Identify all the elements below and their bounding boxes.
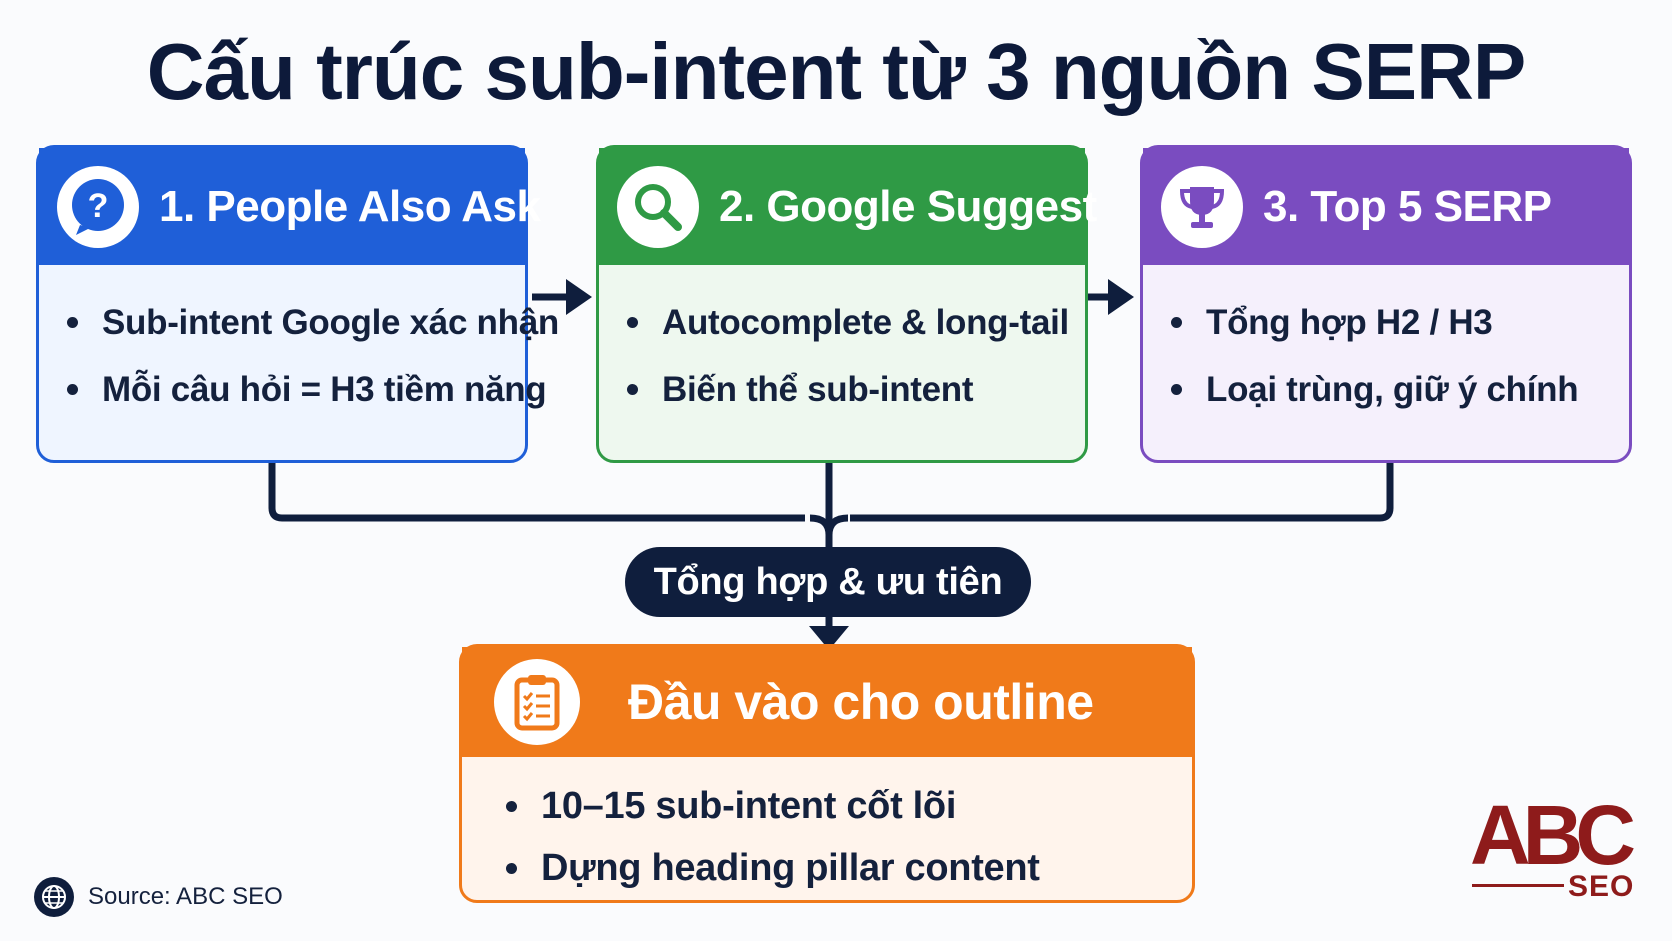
card-header: 2. Google Suggest <box>599 148 1097 265</box>
checklist-clipboard-icon <box>494 659 580 745</box>
logo-underline <box>1472 884 1564 887</box>
output-card-outline-input: Đầu vào cho outline 10–15 sub-intent cốt… <box>459 644 1195 903</box>
card-header: Đầu vào cho outline <box>462 647 1192 757</box>
svg-text:?: ? <box>88 187 109 225</box>
card-title: 2. Google Suggest <box>719 181 1097 231</box>
bullet-item: Tổng hợp H2 / H3 <box>1171 289 1629 356</box>
source-card-people-also-ask: ? 1. People Also Ask Sub-intent Google x… <box>36 145 559 463</box>
merge-line-top <box>850 463 1394 522</box>
logo-sub-text: SEO <box>1568 870 1635 903</box>
card-body: Sub-intent Google xác nhận Mỗi câu hỏi =… <box>39 265 559 423</box>
bullet-item: 10–15 sub-intent cốt lõi <box>506 775 1192 837</box>
source-note: Source: ABC SEO <box>34 877 283 917</box>
card-body: 10–15 sub-intent cốt lõi Dựng heading pi… <box>462 757 1192 899</box>
card-header: 3. Top 5 SERP <box>1143 148 1629 265</box>
card-body: Tổng hợp H2 / H3 Loại trùng, giữ ý chính <box>1143 265 1629 423</box>
bullet-item: Loại trùng, giữ ý chính <box>1171 356 1629 423</box>
merge-line-paa <box>268 463 805 522</box>
card-title: 1. People Also Ask <box>159 181 541 231</box>
bullet-item: Autocomplete & long-tail <box>627 289 1085 356</box>
card-body: Autocomplete & long-tail Biến thể sub-in… <box>599 265 1085 423</box>
arrow-paa-to-suggest <box>532 279 592 315</box>
source-card-google-suggest: 2. Google Suggest Autocomplete & long-ta… <box>596 145 1097 463</box>
logo-main-text: ABC <box>1470 788 1636 882</box>
search-icon <box>617 165 699 248</box>
globe-icon <box>34 877 74 917</box>
card-header: ? 1. People Also Ask <box>39 148 541 265</box>
merge-step-pill: Tổng hợp & ưu tiên <box>625 547 1031 617</box>
bullet-item: Mỗi câu hỏi = H3 tiềm năng <box>67 356 547 423</box>
page-title: Cấu trúc sub-intent từ 3 nguồn SERP <box>146 27 1526 116</box>
bullet-item: Dựng heading pillar content <box>506 837 1192 899</box>
source-card-top-5-serp: 3. Top 5 SERP Tổng hợp H2 / H3 Loại trùn… <box>1140 145 1632 463</box>
source-text: Source: ABC SEO <box>88 883 283 910</box>
card-title: Đầu vào cho outline <box>628 674 1094 730</box>
card-title: 3. Top 5 SERP <box>1263 181 1552 231</box>
abc-seo-logo: ABC SEO <box>1470 788 1640 903</box>
arrow-merge-to-output <box>809 617 849 650</box>
question-bubble-icon: ? <box>57 165 139 248</box>
bullet-item: Biến thể sub-intent <box>627 356 1085 423</box>
bullet-item: Sub-intent Google xác nhận <box>67 289 559 356</box>
trophy-icon <box>1161 165 1243 248</box>
